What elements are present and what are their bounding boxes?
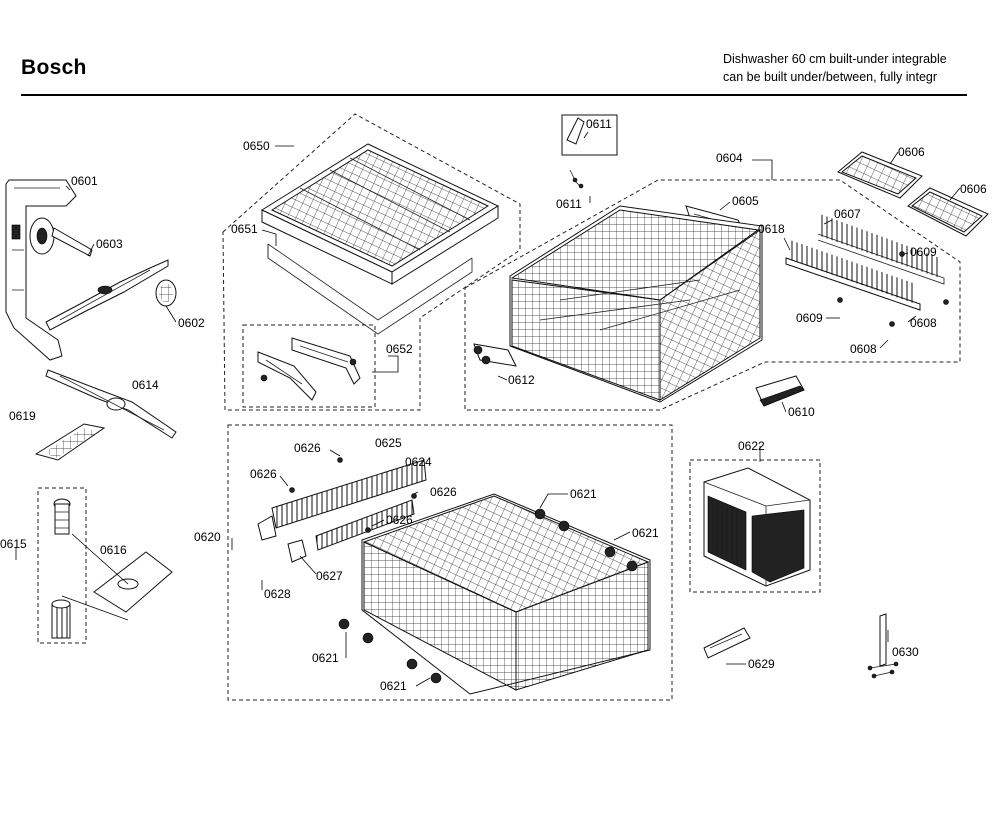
rail-clips-group-outline bbox=[242, 324, 376, 408]
label-0621-b: 0621 bbox=[632, 526, 659, 540]
label-0651: 0651 bbox=[231, 222, 258, 236]
label-0620: 0620 bbox=[194, 530, 221, 544]
cup-shelf-a bbox=[837, 151, 923, 199]
lower-spray-arm bbox=[45, 369, 177, 439]
label-0614: 0614 bbox=[132, 378, 159, 392]
label-0626-d: 0626 bbox=[386, 513, 413, 527]
label-0608-b: 0608 bbox=[850, 342, 877, 356]
label-0606-b: 0606 bbox=[960, 182, 987, 196]
cutlery-basket bbox=[703, 467, 811, 587]
nozzle-disc bbox=[155, 279, 177, 307]
cutlery-basket-group-outline bbox=[689, 459, 821, 593]
label-0618: 0618 bbox=[758, 222, 785, 236]
tine-holders bbox=[257, 457, 417, 563]
label-0624: 0624 bbox=[405, 455, 432, 469]
label-0607: 0607 bbox=[834, 207, 861, 221]
label-0619: 0619 bbox=[9, 409, 36, 423]
basket-handle bbox=[755, 375, 805, 407]
upper-basket-group-outline bbox=[464, 179, 961, 411]
rail-clips bbox=[257, 337, 361, 401]
cup-shelf-b bbox=[907, 187, 989, 237]
label-0652: 0652 bbox=[386, 342, 413, 356]
spray-arm-supply-pipe bbox=[5, 179, 93, 361]
tine-clip-a bbox=[899, 251, 905, 257]
label-0621-a: 0621 bbox=[570, 487, 597, 501]
label-0611-top: 0611 bbox=[586, 117, 612, 131]
tine-rows bbox=[271, 459, 427, 551]
model-description-line2: can be built under/between, fully integr bbox=[723, 70, 938, 84]
cutlery-tray-group-outline bbox=[222, 113, 521, 411]
label-0608-a: 0608 bbox=[910, 316, 937, 330]
filter-system bbox=[51, 498, 173, 639]
label-0612: 0612 bbox=[508, 373, 535, 387]
label-0629: 0629 bbox=[748, 657, 775, 671]
tray-rail-frame bbox=[267, 243, 473, 335]
label-0615: 0615 bbox=[0, 537, 27, 551]
tine-clip-d bbox=[943, 299, 949, 305]
upper-spray-arm bbox=[45, 259, 169, 331]
brand-title: Bosch bbox=[21, 56, 87, 79]
leader-lines bbox=[15, 131, 961, 687]
label-0621-d: 0621 bbox=[380, 679, 407, 693]
label-0626-c: 0626 bbox=[430, 485, 457, 499]
part-labels: 0601 0603 0602 0614 0619 0615 0616 0650 … bbox=[0, 117, 987, 693]
cutlery-tray bbox=[260, 143, 500, 285]
tine-clip-b bbox=[837, 297, 843, 303]
label-0622: 0622 bbox=[738, 439, 765, 453]
lower-basket-group-outline bbox=[227, 424, 673, 701]
fold-down-tines bbox=[785, 214, 945, 311]
label-0606-a: 0606 bbox=[898, 145, 925, 159]
label-0625: 0625 bbox=[375, 436, 402, 450]
tine-clip-c bbox=[889, 321, 895, 327]
label-0605: 0605 bbox=[732, 194, 759, 208]
model-description-line1: Dishwasher 60 cm built-under integrable bbox=[723, 52, 947, 66]
label-0604: 0604 bbox=[716, 151, 743, 165]
label-0603: 0603 bbox=[96, 237, 123, 251]
label-0616: 0616 bbox=[100, 543, 127, 557]
upper-basket bbox=[509, 205, 763, 403]
lower-basket bbox=[361, 493, 651, 695]
label-0621-c: 0621 bbox=[312, 651, 339, 665]
label-0610: 0610 bbox=[788, 405, 815, 419]
spray-arm-cover bbox=[34, 423, 106, 461]
handle-clip bbox=[703, 627, 751, 659]
label-0611-bottom: 0611 bbox=[556, 197, 582, 211]
label-0650: 0650 bbox=[243, 139, 270, 153]
label-0626-b: 0626 bbox=[250, 467, 277, 481]
label-0628: 0628 bbox=[264, 587, 291, 601]
spoke-tool bbox=[867, 613, 899, 679]
label-0627: 0627 bbox=[316, 569, 343, 583]
basket-wheels bbox=[338, 508, 638, 684]
label-0602: 0602 bbox=[178, 316, 205, 330]
basket-slider bbox=[473, 343, 517, 367]
label-0609-b: 0609 bbox=[796, 311, 823, 325]
label-0630: 0630 bbox=[892, 645, 919, 659]
filter-group-outline bbox=[37, 487, 87, 644]
rail-stop bbox=[566, 117, 585, 189]
header-rule bbox=[21, 94, 967, 96]
label-0601: 0601 bbox=[71, 174, 98, 188]
label-0609-a: 0609 bbox=[910, 245, 937, 259]
label-0626-a: 0626 bbox=[294, 441, 321, 455]
